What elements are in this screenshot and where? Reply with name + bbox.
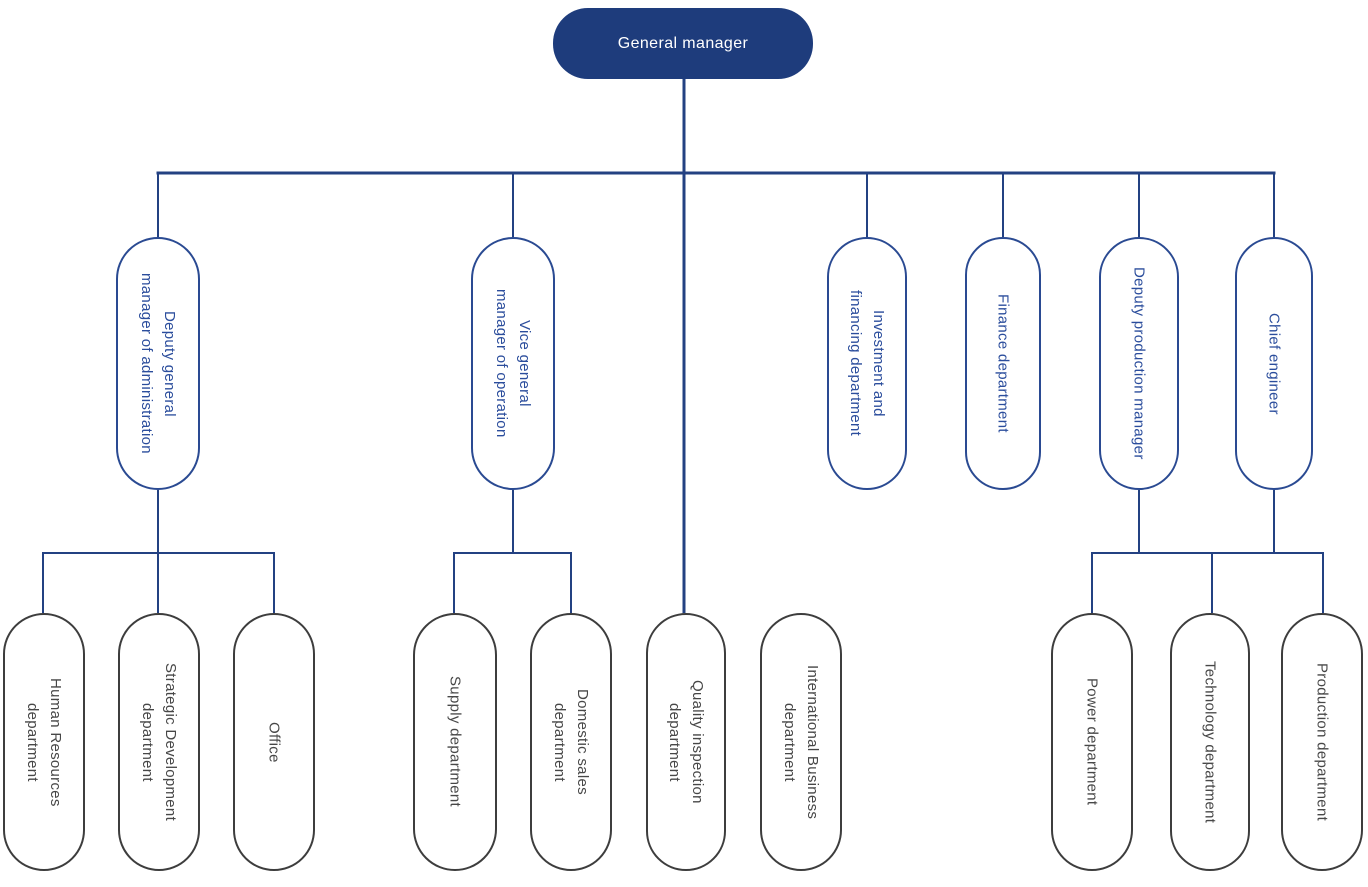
org-node-label: Quality inspection department xyxy=(666,680,706,804)
org-node-finance-department[interactable]: Finance department xyxy=(965,237,1041,490)
org-node-label: Office xyxy=(265,721,283,763)
org-node-chief-engineer[interactable]: Chief engineer xyxy=(1235,237,1313,490)
org-node-label: Power department xyxy=(1083,678,1101,806)
org-node-label: Strategic Development department xyxy=(139,662,179,822)
org-node-label: Production department xyxy=(1313,662,1331,822)
org-node-deputy-general-manager-administration[interactable]: Deputy general manager of administration xyxy=(116,237,200,490)
org-node-power-department[interactable]: Power department xyxy=(1051,613,1133,871)
org-node-domestic-sales-department[interactable]: Domestic sales department xyxy=(530,613,612,871)
org-node-label: Supply department xyxy=(446,676,464,808)
org-node-human-resources-department[interactable]: Human Resources department xyxy=(3,613,85,871)
org-node-label: Deputy production manager xyxy=(1130,267,1148,460)
org-node-general-manager[interactable]: General manager xyxy=(553,8,813,79)
org-node-label: Domestic sales department xyxy=(551,689,591,795)
org-node-technology-department[interactable]: Technology department xyxy=(1170,613,1250,871)
org-node-label: Chief engineer xyxy=(1265,312,1283,415)
org-node-quality-inspection-department[interactable]: Quality inspection department xyxy=(646,613,726,871)
org-node-strategic-development-department[interactable]: Strategic Development department xyxy=(118,613,200,871)
org-node-label: General manager xyxy=(617,34,749,52)
org-node-label: Investment and financing department xyxy=(847,290,887,437)
org-node-label: Technology department xyxy=(1201,660,1219,824)
org-node-vice-general-manager-operation[interactable]: Vice general manager of operation xyxy=(471,237,555,490)
org-node-label: Deputy general manager of administration xyxy=(138,273,178,454)
org-node-deputy-production-manager[interactable]: Deputy production manager xyxy=(1099,237,1179,490)
org-node-label: Human Resources department xyxy=(24,677,64,807)
org-node-investment-financing-department[interactable]: Investment and financing department xyxy=(827,237,907,490)
org-node-international-business-department[interactable]: International Business department xyxy=(760,613,842,871)
org-node-label: Vice general manager of operation xyxy=(493,289,533,438)
org-node-label: Finance department xyxy=(994,294,1012,433)
org-node-office[interactable]: Office xyxy=(233,613,315,871)
org-node-production-department[interactable]: Production department xyxy=(1281,613,1363,871)
org-node-label: International Business department xyxy=(781,664,821,820)
org-node-supply-department[interactable]: Supply department xyxy=(413,613,497,871)
